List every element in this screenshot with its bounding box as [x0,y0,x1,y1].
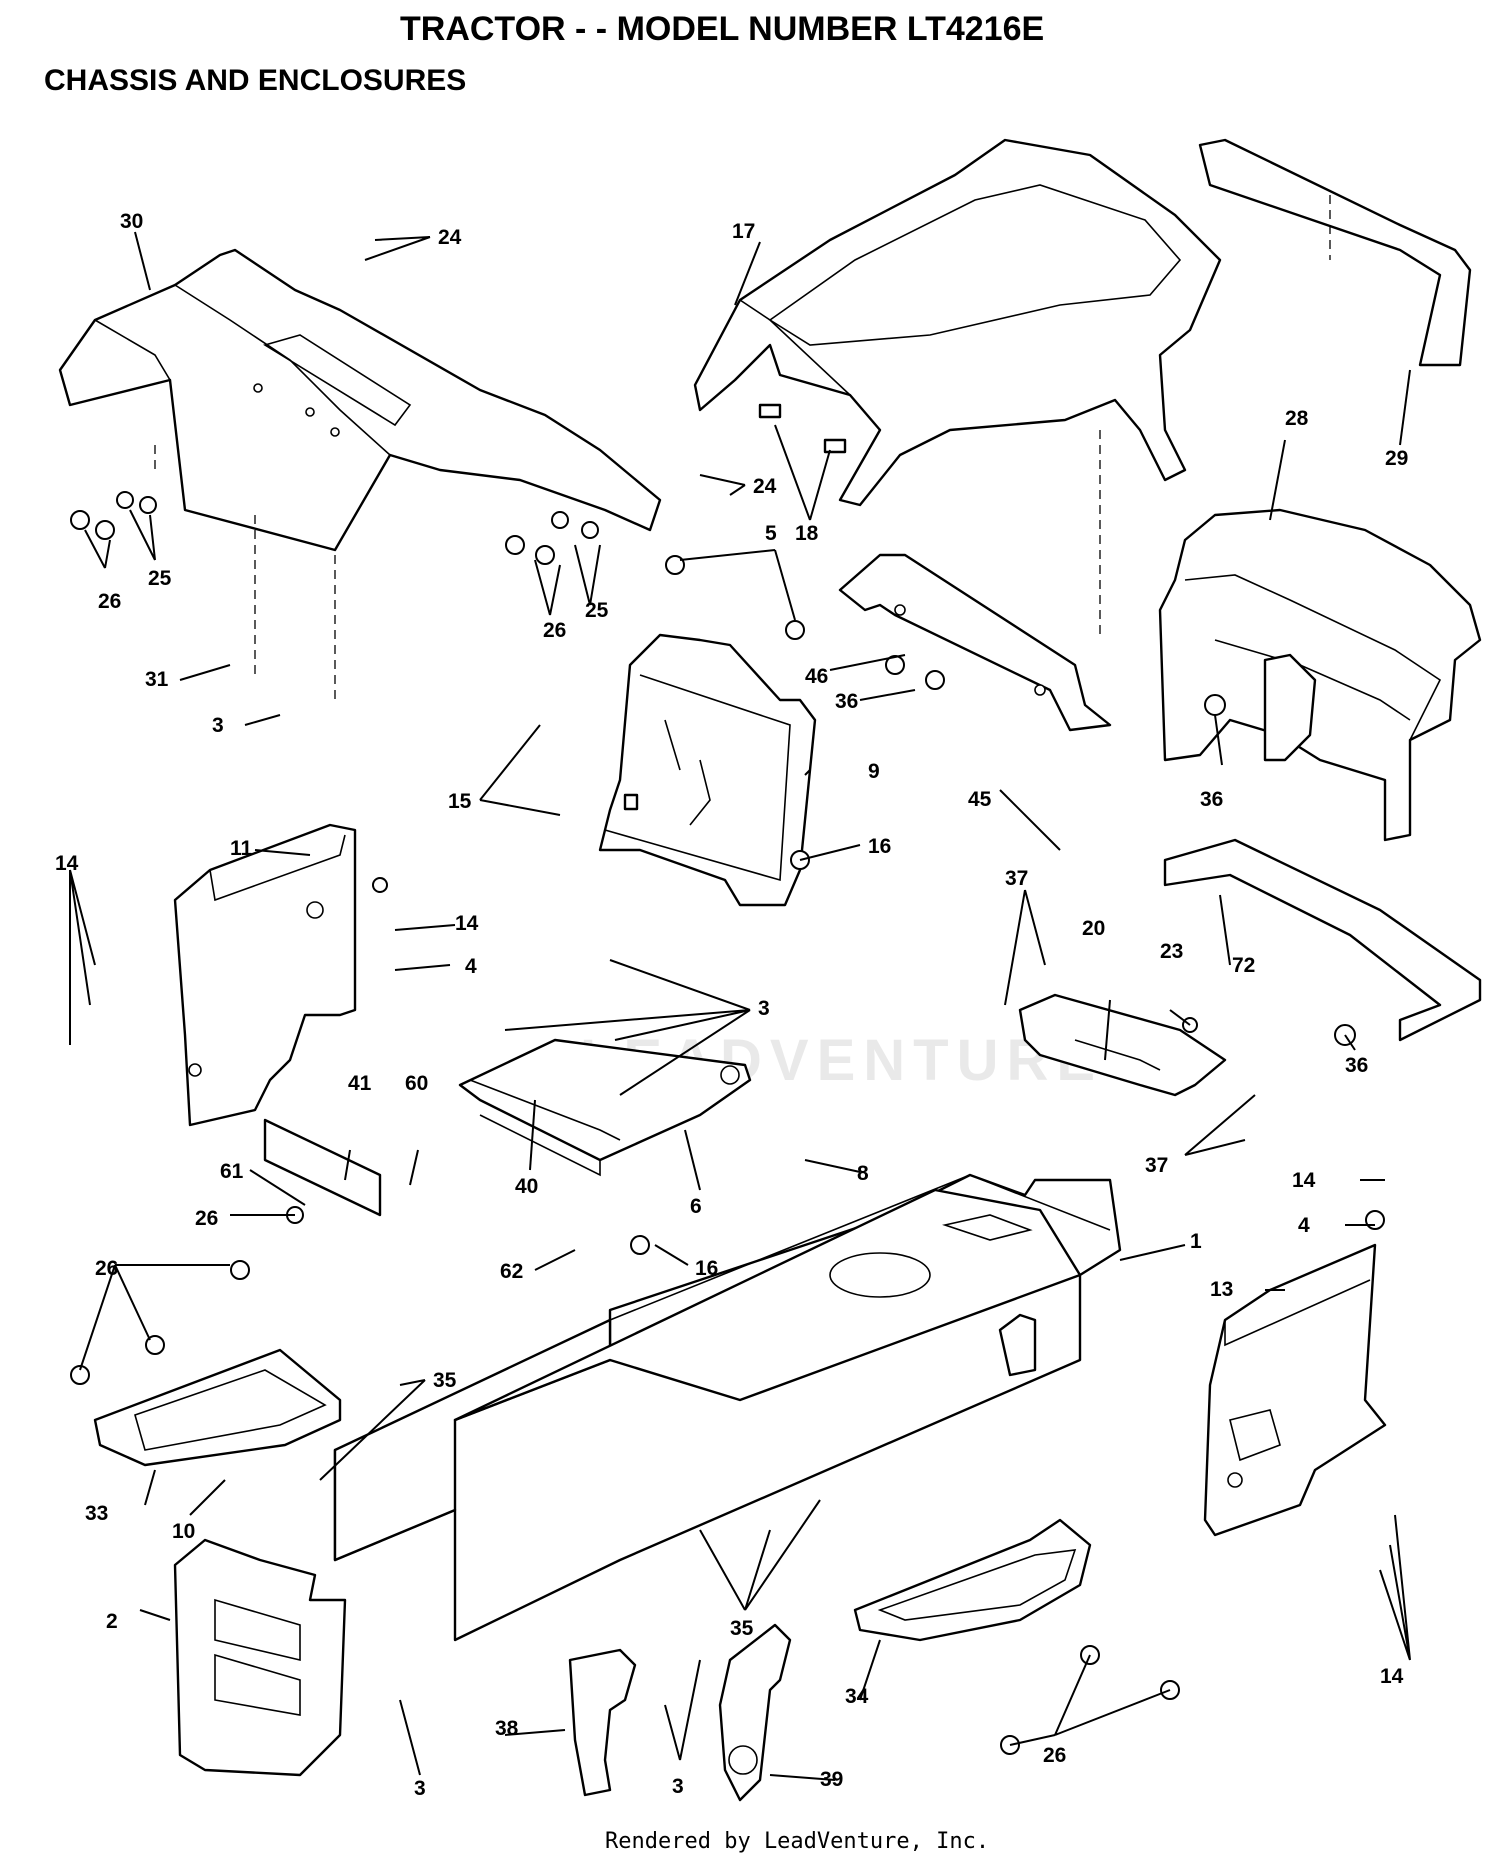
callout-35: 35 [730,1617,754,1640]
callout-35: 35 [433,1369,457,1392]
callout-14: 14 [455,912,479,935]
callout-40: 40 [515,1175,538,1198]
callout-36: 36 [835,690,858,713]
callout-3: 3 [672,1775,684,1798]
right-footrest-part-34 [853,1518,1092,1642]
callout-18: 18 [795,522,819,545]
callout-36: 36 [1200,788,1223,811]
callout-10: 10 [172,1520,195,1543]
page-title: TRACTOR - - MODEL NUMBER LT4216E [400,10,1044,48]
bracket-part-39 [718,1623,792,1802]
rear-bracket-part-28 [1158,508,1482,842]
callout-3: 3 [758,997,770,1020]
section-title: CHASSIS AND ENCLOSURES [44,64,466,97]
callout-45: 45 [968,788,992,811]
callout-16: 16 [695,1257,718,1280]
callout-26: 26 [195,1207,218,1230]
callout-5: 5 [765,522,777,545]
callout-8: 8 [857,1162,869,1185]
left-side-panel-part-11 [173,823,357,1127]
bracket-part-45 [838,553,1112,732]
main-frame-part-1 [333,1173,1122,1642]
callout-33: 33 [85,1502,108,1525]
right-side-panel-part-13 [1203,1243,1387,1537]
callout-38: 38 [495,1717,519,1740]
callout-3: 3 [414,1777,426,1800]
callout-20: 20 [1082,917,1105,940]
callout-17: 17 [732,220,755,243]
callout-39: 39 [820,1768,843,1791]
callout-26: 26 [98,590,121,613]
callout-2: 2 [106,1610,118,1633]
callout-6: 6 [690,1195,702,1218]
callouts: 30 24 17 29 28 24 18 5 26 25 26 25 46 36… [55,210,1408,1800]
callout-61: 61 [220,1160,244,1183]
callout-46: 46 [805,665,828,688]
callout-31: 31 [145,668,169,691]
callout-37: 37 [1005,867,1028,890]
callout-1: 1 [1190,1230,1202,1253]
callout-62: 62 [500,1260,523,1283]
plate-part-6 [458,1038,752,1177]
left-footrest-part-33 [93,1348,342,1467]
bracket-part-20 [1018,993,1227,1097]
plate-part-41 [263,1118,382,1217]
leader-lines [69,231,1411,1781]
callout-3: 3 [212,714,224,737]
callout-25: 25 [585,599,609,622]
callout-24: 24 [753,475,777,498]
callout-34: 34 [845,1685,869,1708]
callout-11: 11 [230,837,253,860]
bracket-part-72 [1163,838,1482,1042]
callout-25: 25 [148,567,172,590]
callout-16: 16 [868,835,891,858]
rear-fender-part-30 [58,248,662,700]
callout-14: 14 [1292,1169,1316,1192]
bracket-part-38 [568,1648,637,1797]
callout-4: 4 [1298,1214,1310,1237]
callout-14: 14 [1380,1665,1404,1688]
callout-60: 60 [405,1072,428,1095]
callout-4: 4 [465,955,477,978]
callout-37: 37 [1145,1154,1168,1177]
callout-14: 14 [55,852,79,875]
fasteners [70,491,1385,1755]
callout-9: 9 [868,760,880,783]
callout-36: 36 [1345,1054,1368,1077]
callout-29: 29 [1385,447,1408,470]
seat-back-part-29 [1198,138,1472,367]
callout-26: 26 [95,1257,118,1280]
callout-30: 30 [120,210,143,233]
callout-15: 15 [448,790,472,813]
callout-24: 24 [438,226,462,249]
callout-23: 23 [1160,940,1183,963]
dash-panel-part-9 [598,633,817,907]
footer-credit: Rendered by LeadVenture, Inc. [605,1829,989,1854]
seat-pan-part-17 [693,138,1222,640]
callout-28: 28 [1285,407,1309,430]
callout-72: 72 [1232,954,1255,977]
callout-41: 41 [348,1072,372,1095]
callout-26: 26 [543,619,566,642]
callout-26: 26 [1043,1744,1066,1767]
front-bracket-part-2 [173,1538,347,1777]
callout-13: 13 [1210,1278,1233,1301]
